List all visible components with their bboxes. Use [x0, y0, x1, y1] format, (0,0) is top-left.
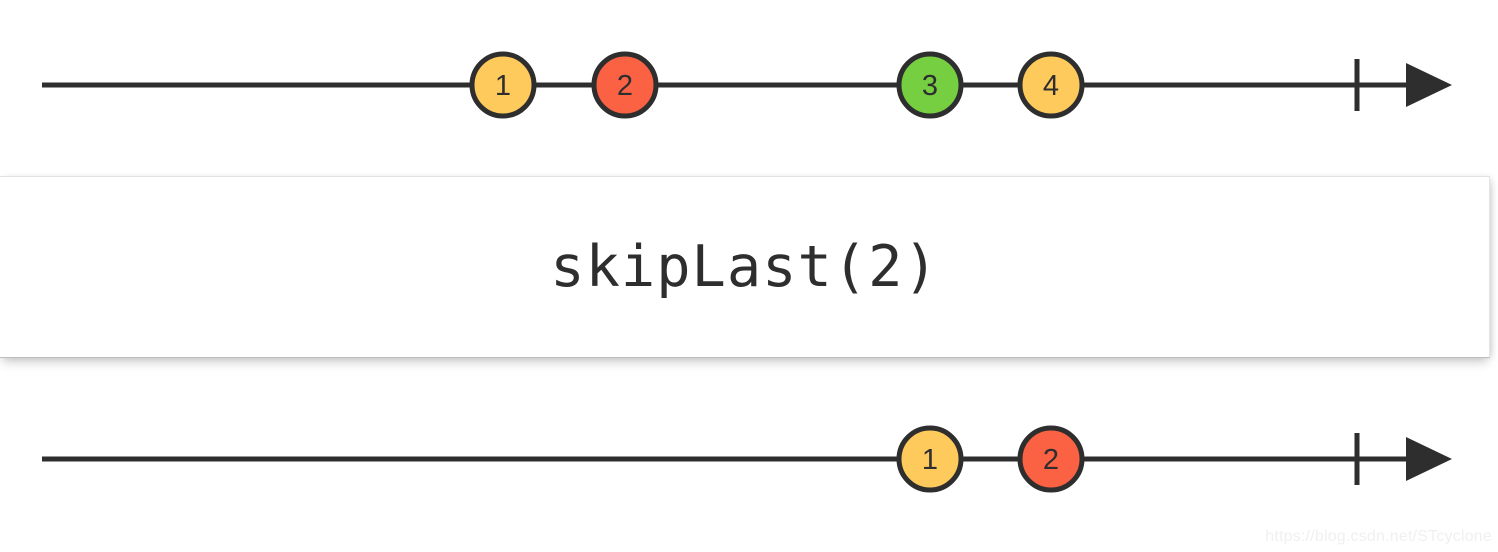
marble-label: 2: [1043, 444, 1059, 476]
marble-circle[interactable]: [469, 51, 537, 119]
marble-label: 2: [617, 70, 633, 102]
operator-label: skipLast(2): [550, 233, 939, 300]
marble-label: 3: [922, 70, 938, 102]
marble-circle[interactable]: [896, 51, 964, 119]
marble[interactable]: 1: [896, 425, 964, 493]
timeline-arrowhead: [1406, 437, 1452, 481]
marble[interactable]: 4: [1017, 51, 1085, 119]
marble-circle[interactable]: [591, 51, 659, 119]
marble-circle[interactable]: [1017, 51, 1085, 119]
operator-panel: skipLast(2): [0, 176, 1490, 358]
marble[interactable]: 2: [1017, 425, 1085, 493]
marble-label: 1: [495, 70, 511, 102]
marble-label: 1: [922, 444, 938, 476]
marble[interactable]: 2: [591, 51, 659, 119]
marble-circle[interactable]: [896, 425, 964, 493]
watermark: https://blog.csdn.net/STcyclone: [1265, 528, 1492, 545]
timeline-arrowhead: [1406, 63, 1452, 107]
marble-label: 4: [1043, 70, 1059, 102]
source-timeline: 1 2 3 4: [42, 51, 1452, 119]
marble[interactable]: 1: [469, 51, 537, 119]
marble[interactable]: 3: [896, 51, 964, 119]
marble-circle[interactable]: [1017, 425, 1085, 493]
